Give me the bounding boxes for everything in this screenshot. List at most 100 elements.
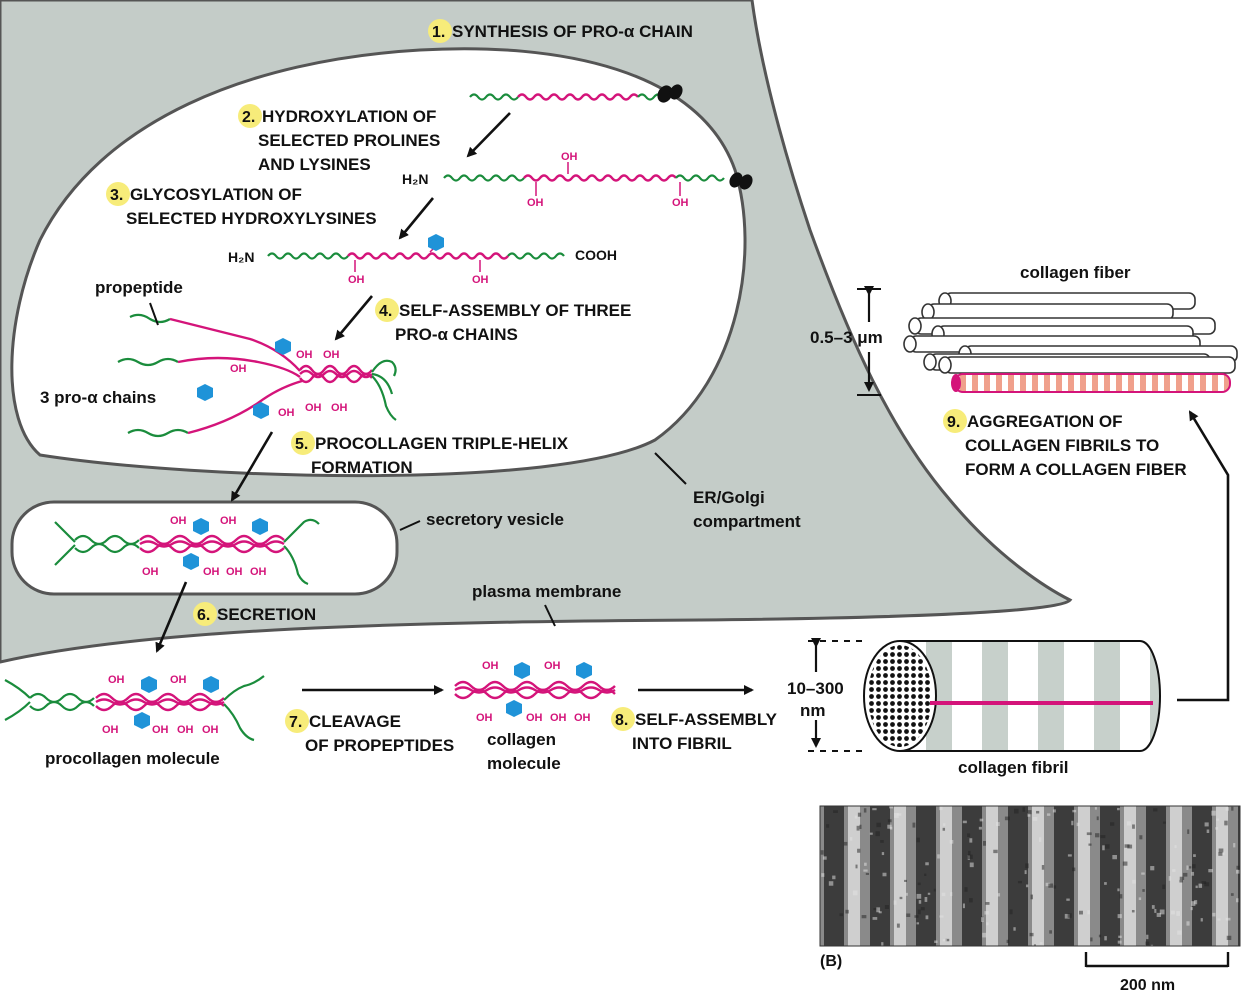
svg-text:5.: 5. bbox=[295, 436, 308, 453]
nascent-chain-step1 bbox=[469, 84, 683, 103]
svg-text:2.: 2. bbox=[242, 109, 255, 126]
glycosylated-chain: H₂N COOH OH OH bbox=[228, 234, 617, 286]
collagen-fiber: collagen fiber 0.5–3 μm bbox=[810, 263, 1238, 396]
process-arrows bbox=[155, 112, 1230, 702]
ribosome-icon bbox=[657, 85, 673, 103]
svg-text:OH: OH bbox=[305, 402, 322, 414]
step-6: 6. SECRETION bbox=[193, 602, 316, 626]
svg-text:OH: OH bbox=[672, 197, 689, 209]
propeptide-pointer bbox=[149, 302, 159, 326]
svg-text:OH: OH bbox=[348, 274, 365, 286]
svg-text:OH: OH bbox=[544, 660, 561, 672]
svg-text:OH: OH bbox=[527, 197, 544, 209]
svg-text:SELF-ASSEMBLY: SELF-ASSEMBLY bbox=[635, 710, 778, 729]
svg-text:CLEAVAGE: CLEAVAGE bbox=[309, 712, 401, 731]
procollagen-in-vesicle: OH OH OH OH OH OH bbox=[54, 515, 320, 586]
svg-text:OH: OH bbox=[108, 674, 125, 686]
sugar-icon bbox=[134, 712, 150, 729]
collagen-fiber-label: collagen fiber bbox=[1020, 263, 1131, 282]
sugar-icon bbox=[203, 676, 219, 693]
er-golgi-label-1: ER/Golgi bbox=[693, 488, 765, 507]
step-1-text: SYNTHESIS OF PRO-α CHAIN bbox=[452, 22, 693, 41]
sugar-icon bbox=[252, 518, 268, 535]
svg-text:OH: OH bbox=[102, 724, 119, 736]
svg-text:OH: OH bbox=[482, 660, 499, 672]
svg-text:SELECTED PROLINES: SELECTED PROLINES bbox=[258, 131, 440, 150]
procollagen-molecule-label: procollagen molecule bbox=[45, 749, 220, 768]
svg-text:OH: OH bbox=[142, 566, 159, 578]
svg-text:OH: OH bbox=[278, 407, 295, 419]
panel-b-label: (B) bbox=[820, 953, 842, 970]
step-1: 1. SYNTHESIS OF PRO-α CHAIN bbox=[428, 19, 693, 43]
collagen-molecule: OH OH OH OH OH OH collagen molecule bbox=[454, 660, 616, 773]
svg-text:OH: OH bbox=[472, 274, 489, 286]
svg-text:OH: OH bbox=[476, 712, 493, 724]
svg-text:PRO-α CHAINS: PRO-α CHAINS bbox=[395, 325, 518, 344]
svg-text:1.: 1. bbox=[432, 24, 445, 41]
svg-text:COOH: COOH bbox=[575, 247, 617, 263]
sugar-icon bbox=[428, 234, 444, 251]
sugar-icon bbox=[197, 384, 213, 401]
svg-text:OH: OH bbox=[574, 712, 591, 724]
svg-text:3.: 3. bbox=[110, 187, 123, 204]
svg-text:FORMATION: FORMATION bbox=[311, 458, 413, 477]
scale-bar-label: 200 nm bbox=[1120, 977, 1175, 994]
sugar-icon bbox=[514, 662, 530, 679]
sugar-icon bbox=[253, 402, 269, 419]
sugar-icon bbox=[183, 553, 199, 570]
ribosome-icon bbox=[729, 172, 743, 188]
svg-text:4.: 4. bbox=[379, 303, 392, 320]
step-7: 7. CLEAVAGE OF PROPEPTIDES bbox=[285, 709, 454, 755]
svg-text:SELF-ASSEMBLY OF THREE: SELF-ASSEMBLY OF THREE bbox=[399, 301, 631, 320]
svg-text:8.: 8. bbox=[615, 712, 628, 729]
svg-text:PROCOLLAGEN TRIPLE-HELIX: PROCOLLAGEN TRIPLE-HELIX bbox=[315, 434, 569, 453]
svg-text:7.: 7. bbox=[289, 714, 302, 731]
plasma-membrane-pointer bbox=[544, 604, 556, 627]
svg-text:6.: 6. bbox=[197, 607, 210, 624]
svg-text:OH: OH bbox=[250, 566, 267, 578]
svg-text:SELECTED HYDROXYLYSINES: SELECTED HYDROXYLYSINES bbox=[126, 209, 377, 228]
sugar-icon bbox=[193, 518, 209, 535]
svg-text:OH: OH bbox=[526, 712, 543, 724]
electron-micrograph bbox=[820, 806, 1240, 946]
fibril-size-label-2: nm bbox=[800, 701, 826, 720]
svg-text:OH: OH bbox=[152, 724, 169, 736]
step-5: 5. PROCOLLAGEN TRIPLE-HELIX FORMATION bbox=[291, 431, 569, 477]
er-golgi-label-2: compartment bbox=[693, 512, 801, 531]
svg-text:OH: OH bbox=[296, 349, 313, 361]
svg-text:COLLAGEN FIBRILS TO: COLLAGEN FIBRILS TO bbox=[965, 436, 1159, 455]
sugar-icon bbox=[576, 662, 592, 679]
svg-text:AND LYSINES: AND LYSINES bbox=[258, 155, 371, 174]
procollagen-molecule: OH OH OH OH OH OH procollagen molecule bbox=[4, 674, 265, 768]
svg-text:GLYCOSYLATION OF: GLYCOSYLATION OF bbox=[130, 185, 302, 204]
sugar-icon bbox=[275, 338, 291, 355]
svg-text:OH: OH bbox=[220, 515, 237, 527]
secretory-vesicle-label: secretory vesicle bbox=[426, 510, 564, 529]
pro-alpha-chains-label: 3 pro-α chains bbox=[40, 388, 156, 407]
vesicle-pointer bbox=[399, 520, 421, 531]
sugar-icon bbox=[506, 700, 522, 717]
svg-text:OF PROPEPTIDES: OF PROPEPTIDES bbox=[305, 736, 454, 755]
collagen-fibril: 10–300 nm collagen fibril bbox=[787, 638, 1161, 777]
plasma-membrane-label: plasma membrane bbox=[472, 582, 621, 601]
scale-bar: 200 nm bbox=[1084, 952, 1230, 994]
step-9: 9. AGGREGATION OF COLLAGEN FIBRILS TO FO… bbox=[943, 409, 1187, 479]
svg-text:OH: OH bbox=[331, 402, 348, 414]
three-pro-alpha-chains: OH OH OH OH OH OH bbox=[117, 313, 397, 438]
collagen-fibril-label: collagen fibril bbox=[958, 758, 1069, 777]
svg-text:FORM A COLLAGEN FIBER: FORM A COLLAGEN FIBER bbox=[965, 460, 1187, 479]
svg-text:INTO FIBRIL: INTO FIBRIL bbox=[632, 734, 732, 753]
svg-text:H₂N: H₂N bbox=[228, 249, 254, 265]
svg-text:OH: OH bbox=[226, 566, 243, 578]
svg-text:H₂N: H₂N bbox=[402, 171, 428, 187]
svg-text:OH: OH bbox=[230, 363, 247, 375]
svg-text:9.: 9. bbox=[947, 414, 960, 431]
svg-text:OH: OH bbox=[323, 349, 340, 361]
svg-text:collagen: collagen bbox=[487, 730, 556, 749]
svg-text:HYDROXYLATION OF: HYDROXYLATION OF bbox=[262, 107, 436, 126]
svg-text:OH: OH bbox=[177, 724, 194, 736]
svg-text:OH: OH bbox=[202, 724, 219, 736]
svg-text:OH: OH bbox=[170, 674, 187, 686]
svg-text:OH: OH bbox=[550, 712, 567, 724]
